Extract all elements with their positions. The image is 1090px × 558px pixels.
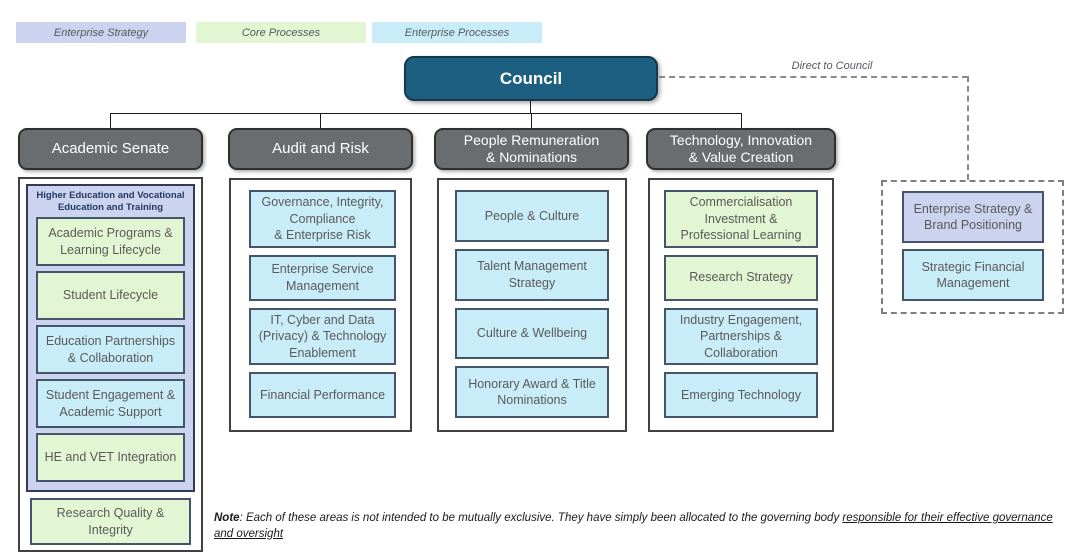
footnote: Note: Each of these areas is not intende… (214, 511, 1074, 542)
item-culture-and-wellbeing: Culture & Wellbeing (455, 307, 609, 360)
direct-to-council-label: Direct to Council (791, 60, 873, 72)
footnote-underlined: responsible for their effective governan… (214, 512, 1053, 540)
item-honorary-award-title-nominations: Honorary Award & Title Nominations (455, 366, 609, 418)
direct-to-council-group: Enterprise Strategy & Brand Positioning … (881, 180, 1064, 314)
connector-council-stem (530, 101, 531, 113)
item-it-cyber-data-privacy-technology: IT, Cyber and Data (Privacy) & Technolog… (249, 307, 396, 365)
dashed-connector-vertical (967, 76, 969, 180)
council-box: Council (404, 56, 658, 101)
connector-stub-technology (741, 113, 742, 128)
branch-header-people-remuneration: People Remuneration & Nominations (434, 128, 629, 170)
item-enterprise-service-management: Enterprise Service Management (249, 254, 396, 301)
column-technology-innovation: Commercialisation Investment & Professio… (648, 178, 834, 432)
column-people-remuneration: People & Culture Talent Management Strat… (437, 178, 627, 432)
item-talent-management-strategy: Talent Management Strategy (455, 248, 609, 301)
item-people-and-culture: People & Culture (455, 190, 609, 242)
item-financial-performance: Financial Performance (249, 372, 396, 418)
item-student-engagement-academic-support: Student Engagement & Academic Support (36, 379, 185, 428)
branch-header-academic-senate: Academic Senate (18, 128, 203, 170)
column-academic-senate: Higher Education and Vocational Educatio… (18, 177, 203, 552)
branch-header-technology-innovation: Technology, Innovation & Value Creation (646, 128, 836, 170)
branch-header-audit-and-risk: Audit and Risk (228, 128, 413, 170)
column-audit-and-risk: Governance, Integrity, Compliance & Ente… (229, 178, 412, 432)
subgroup-title: Higher Education and Vocational Educatio… (36, 190, 185, 214)
connector-stub-academic-senate (110, 113, 111, 128)
footnote-separator: : (239, 512, 246, 524)
legend-item-core-processes: Core Processes (196, 22, 366, 43)
footnote-label: Note (214, 512, 240, 524)
item-industry-engagement-partnerships: Industry Engagement, Partnerships & Coll… (664, 307, 818, 365)
item-commercialisation-investment-learning: Commercialisation Investment & Professio… (664, 190, 818, 248)
item-strategic-financial-management: Strategic Financial Management (902, 249, 1044, 301)
item-academic-programs-learning-lifecycle: Academic Programs & Learning Lifecycle (36, 217, 185, 266)
dashed-connector-horizontal (659, 76, 968, 78)
subgroup-higher-education-vet: Higher Education and Vocational Educatio… (26, 184, 195, 492)
legend-item-enterprise-processes: Enterprise Processes (372, 22, 542, 43)
legend-item-enterprise-strategy: Enterprise Strategy (16, 22, 186, 43)
item-governance-integrity-compliance-risk: Governance, Integrity, Compliance & Ente… (249, 190, 396, 248)
connector-main-horizontal (110, 113, 742, 114)
connector-stub-audit-risk (320, 113, 321, 128)
item-research-quality-integrity: Research Quality & Integrity (30, 498, 191, 545)
item-education-partnerships-collaboration: Education Partnerships & Collaboration (36, 325, 185, 374)
item-emerging-technology: Emerging Technology (664, 372, 818, 418)
footnote-body: Each of these areas is not intended to b… (245, 512, 843, 524)
item-he-and-vet-integration: HE and VET Integration (36, 433, 185, 482)
item-research-strategy: Research Strategy (664, 254, 818, 301)
item-enterprise-strategy-brand-positioning: Enterprise Strategy & Brand Positioning (902, 191, 1044, 243)
connector-stub-people-remuneration (531, 113, 532, 128)
item-student-lifecycle: Student Lifecycle (36, 271, 185, 320)
